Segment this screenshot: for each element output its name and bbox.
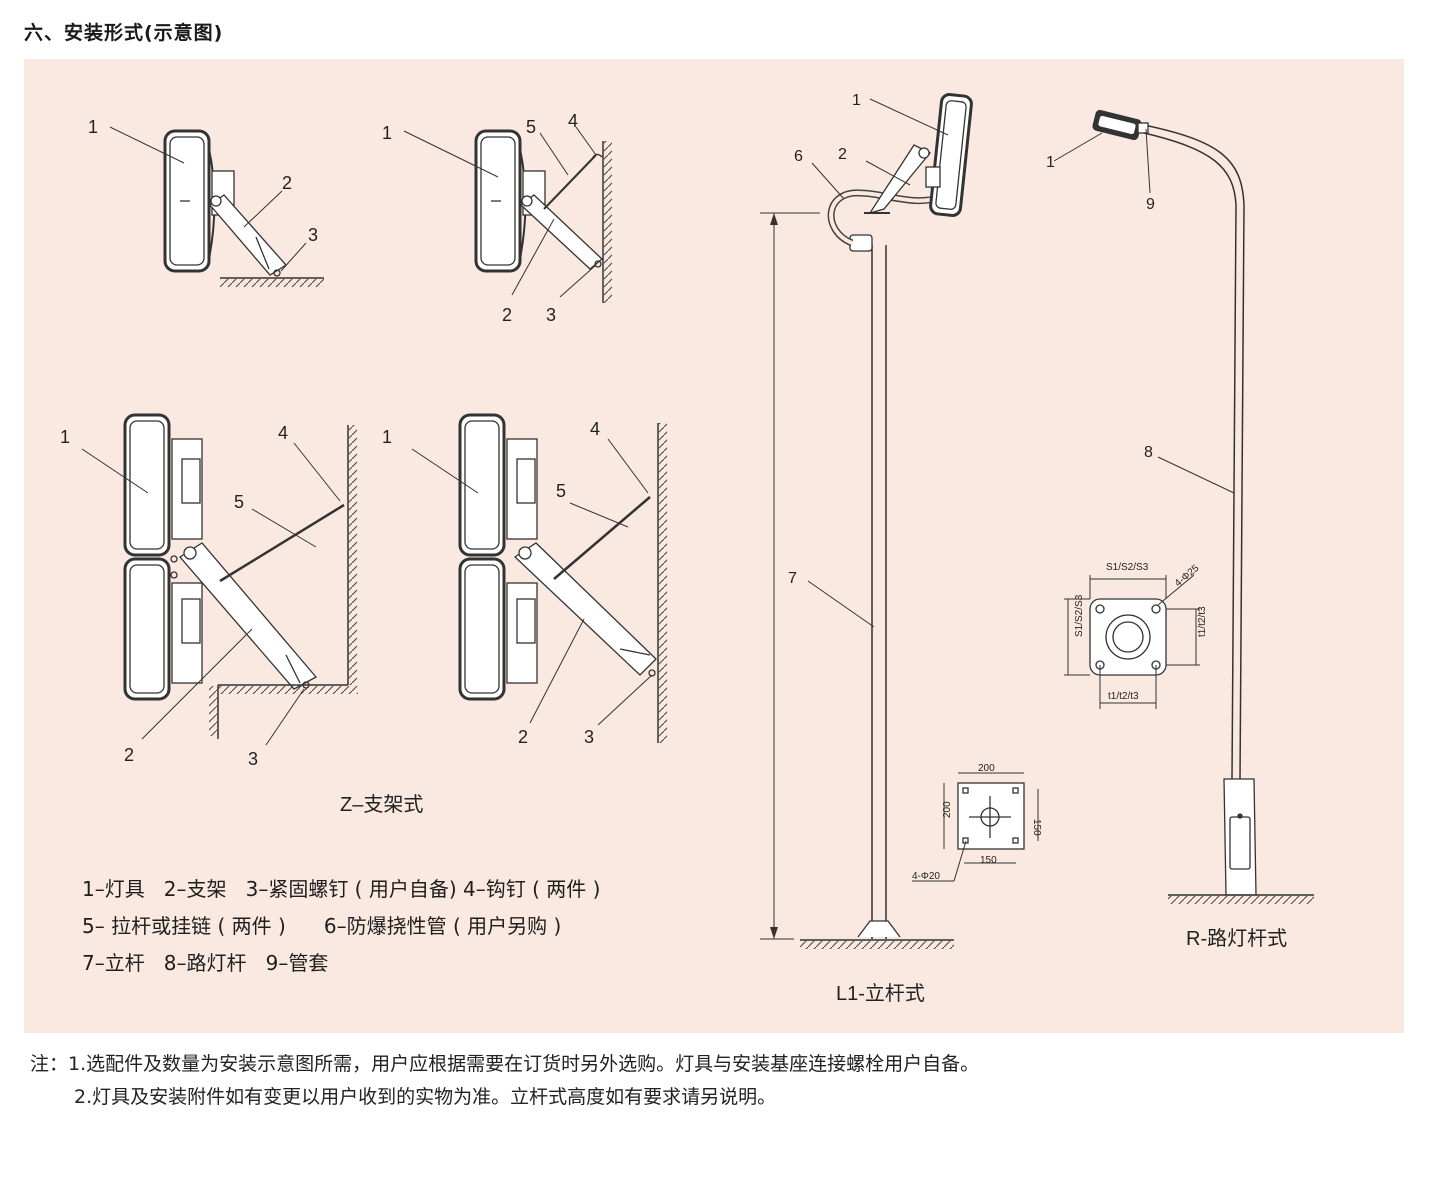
post-mount-figure xyxy=(760,93,973,949)
legend-line-1: 1–灯具 2–支架 3–紧固螺钉 ( 用户自备) 4–钩钉 ( 两件 ) xyxy=(82,877,601,901)
note-line-1: 注：1.选配件及数量为安装示意图所需，用户应根据需要在订货时另外选购。灯具与安装… xyxy=(30,1053,980,1075)
post-base-plate xyxy=(912,772,1039,882)
pole-flange-plate xyxy=(1064,574,1200,709)
flange-dim-bottom: t1/t2/t3 xyxy=(1108,691,1139,702)
base-dim-right: 150 xyxy=(1031,819,1042,836)
z3-label-4: 4 xyxy=(278,423,288,443)
upper-lamp-housing xyxy=(458,413,538,557)
z1-label-3: 3 xyxy=(308,225,318,245)
z-bracket-double-wall-figure xyxy=(411,413,667,743)
l1-label-6: 6 xyxy=(794,148,803,165)
l1-label-1: 1 xyxy=(852,92,861,109)
l1-caption: L1-立杆式 xyxy=(836,982,925,1005)
upper-lamp-housing xyxy=(123,413,203,557)
l1-label-7: 7 xyxy=(788,570,797,587)
z2-label-2: 2 xyxy=(502,305,512,325)
parts-legend: 1–灯具 2–支架 3–紧固螺钉 ( 用户自备) 4–钩钉 ( 两件 ) 5– 拉… xyxy=(82,871,600,982)
base-dim-bottom: 150 xyxy=(980,855,997,866)
bracket-arm xyxy=(513,542,657,676)
z3-label-1: 1 xyxy=(60,427,70,447)
base-dim-top: 200 xyxy=(978,763,995,774)
z2-label-5: 5 xyxy=(526,117,536,137)
lamp-housing xyxy=(1092,109,1149,141)
flange-dim-holes: 4-Φ25 xyxy=(1173,563,1202,590)
z4-label-3: 3 xyxy=(584,727,594,747)
z-bracket-wall-figure xyxy=(403,126,612,303)
legend-line-2: 5– 拉杆或挂链 ( 两件 ) 6–防爆挠性管 ( 用户另购 ) xyxy=(82,914,562,938)
section-heading: 六、安装形式(示意图) xyxy=(24,22,224,44)
street-pole-figure xyxy=(1053,109,1314,904)
l1-label-2: 2 xyxy=(838,146,847,163)
z3-label-2: 2 xyxy=(124,745,134,765)
flange-dim-top: S1/S2/S3 xyxy=(1106,562,1149,573)
base-dim-holes: 4-Φ20 xyxy=(912,871,940,882)
z3-label-5: 5 xyxy=(234,492,244,512)
note-line-2: 2.灯具及安装附件如有变更以用户收到的实物为准。立杆式高度如有要求请另说明。 xyxy=(74,1086,777,1108)
z1-label-2: 2 xyxy=(282,173,292,193)
bracket-arm xyxy=(209,194,287,276)
flange-dim-right: t1/t2/t3 xyxy=(1197,606,1208,637)
r-label-9: 9 xyxy=(1146,196,1155,213)
z-caption: Z–支架式 xyxy=(340,793,423,816)
r-label-8: 8 xyxy=(1144,444,1153,461)
bracket-arm xyxy=(170,542,318,690)
flange-dim-left: S1/S2/S3 xyxy=(1074,594,1085,637)
z4-label-1: 1 xyxy=(382,427,392,447)
z2-label-1: 1 xyxy=(382,123,392,143)
base-dim-left: 200 xyxy=(942,801,953,818)
lower-lamp-housing xyxy=(123,557,203,701)
lamp-housing xyxy=(925,93,973,217)
lamp-housing xyxy=(163,129,235,273)
z2-label-3: 3 xyxy=(546,305,556,325)
notes: 注：1.选配件及数量为安装示意图所需，用户应根据需要在订货时另外选购。灯具与安装… xyxy=(30,1048,979,1114)
lower-lamp-housing xyxy=(458,557,538,701)
z2-label-4: 4 xyxy=(568,111,578,131)
z-bracket-double-floor-figure xyxy=(81,413,358,746)
r-label-1: 1 xyxy=(1046,154,1055,171)
z-bracket-floor-figure xyxy=(109,126,324,287)
diagram-panel: 1 2 3 1 5 4 2 3 xyxy=(24,59,1404,1033)
z1-label-1: 1 xyxy=(88,117,98,137)
r-caption: R-路灯杆式 xyxy=(1186,927,1287,950)
z4-label-2: 2 xyxy=(518,727,528,747)
installation-diagram: 1 2 3 1 5 4 2 3 xyxy=(60,92,1314,1005)
legend-line-3: 7–立杆 8–路灯杆 9–管套 xyxy=(82,951,329,975)
bracket-arm xyxy=(519,194,603,270)
z4-label-4: 4 xyxy=(590,419,600,439)
z3-label-3: 3 xyxy=(248,749,258,769)
z4-label-5: 5 xyxy=(556,481,566,501)
